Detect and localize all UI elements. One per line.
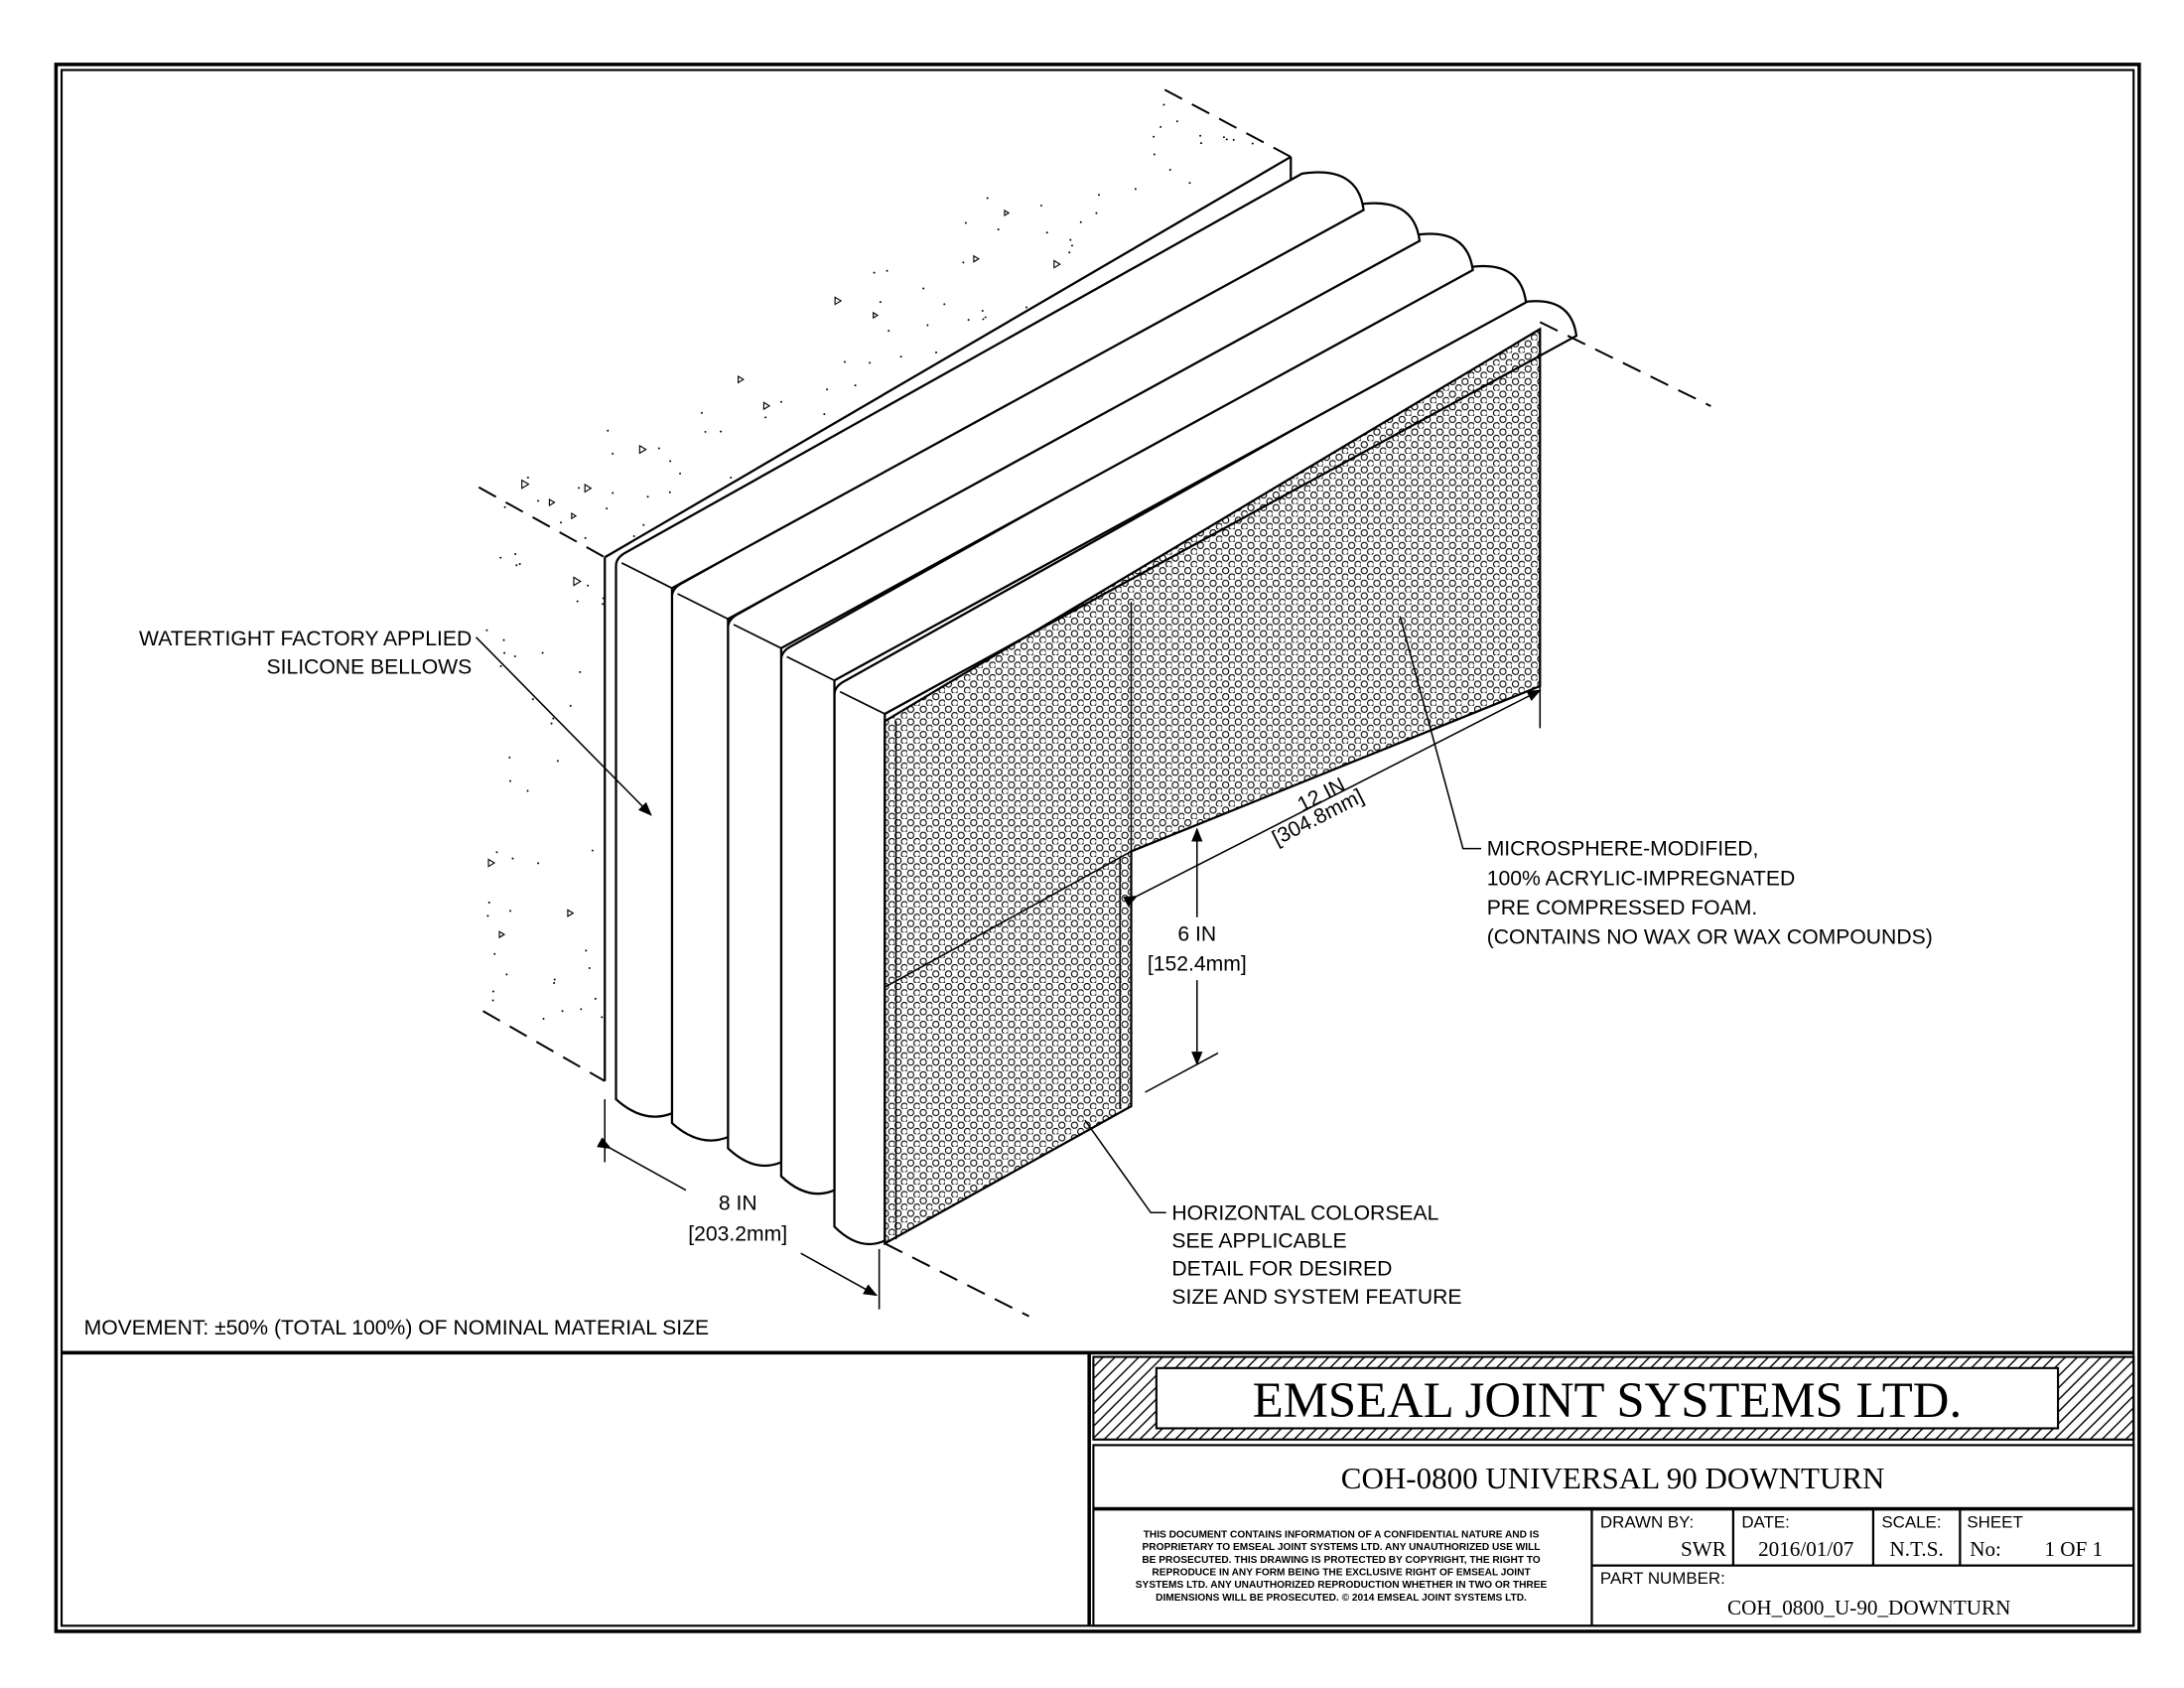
bellows-rib — [779, 264, 1528, 1196]
callout-text: (CONTAINS NO WAX OR WAX COMPOUNDS) — [1487, 926, 1933, 949]
scale-label: SCALE: — [1881, 1513, 1941, 1532]
bellows-rib — [670, 202, 1422, 1142]
callout-bellows: WATERTIGHT FACTORY APPLIED SILICONE BELL… — [139, 628, 652, 816]
outer-border — [54, 63, 2141, 1633]
sheet-no-label: No: — [1970, 1537, 2001, 1561]
bellows-rib — [727, 232, 1474, 1167]
callout-text: SIZE AND SYSTEM FEATURE — [1171, 1286, 1461, 1309]
movement-note: MOVEMENT: ±50% (TOTAL 100%) OF NOMINAL M… — [84, 1317, 710, 1339]
callout-text: WATERTIGHT FACTORY APPLIED — [139, 628, 472, 650]
callout-text: SILICONE BELLOWS — [266, 655, 472, 678]
disclaimer: THIS DOCUMENT CONTAINS INFORMATION OF A … — [1136, 1529, 1548, 1603]
callout-foam: MICROSPHERE-MODIFIED, 100% ACRYLIC-IMPRE… — [1399, 616, 1933, 949]
sheet-value: 1 OF 1 — [2044, 1537, 2103, 1561]
drawn-by-label: DRAWN BY: — [1600, 1513, 1694, 1532]
drawing-title: COH-0800 UNIVERSAL 90 DOWNTURN — [1341, 1461, 1885, 1495]
drawn-by-value: SWR — [1681, 1537, 1727, 1561]
concrete-substrate — [478, 85, 1293, 1082]
disclaimer-line: BE PROSECUTED. THIS DRAWING IS PROTECTED… — [1142, 1555, 1540, 1566]
concrete-aggregate-texture — [485, 103, 1254, 1021]
callout-colorseal: HORIZONTAL COLORSEAL SEE APPLICABLE DETA… — [1084, 1119, 1461, 1309]
dim-6in-imperial: 6 IN — [1177, 923, 1216, 946]
dim-6in-metric: [152.4mm] — [1148, 952, 1247, 975]
scale-value: N.T.S. — [1890, 1537, 1944, 1561]
dim-8in-imperial: 8 IN — [719, 1192, 757, 1214]
callout-text: SEE APPLICABLE — [1171, 1230, 1346, 1253]
callout-text: DETAIL FOR DESIRED — [1171, 1258, 1392, 1281]
date-label: DATE: — [1741, 1513, 1790, 1532]
part-number-label: PART NUMBER: — [1600, 1569, 1725, 1588]
callout-text: PRE COMPRESSED FOAM. — [1487, 897, 1758, 919]
callout-text: 100% ACRYLIC-IMPREGNATED — [1487, 867, 1796, 890]
callout-text: MICROSPHERE-MODIFIED, — [1487, 838, 1759, 861]
title-block: EMSEAL JOINT SYSTEMS LTD. COH-0800 UNIVE… — [1087, 1352, 2135, 1627]
dimension-8in: 8 IN [203.2mm] — [597, 1099, 881, 1310]
dim-8in-metric: [203.2mm] — [688, 1222, 787, 1245]
disclaimer-line: SYSTEMS LTD. ANY UNAUTHORIZED REPRODUCTI… — [1136, 1580, 1548, 1591]
bellows-rib — [833, 300, 1578, 1245]
dimension-6in: 6 IN [152.4mm] — [1145, 827, 1247, 1093]
part-number-value: COH_0800_U-90_DOWNTURN — [1727, 1596, 2010, 1619]
disclaimer-line: THIS DOCUMENT CONTAINS INFORMATION OF A … — [1144, 1529, 1540, 1540]
disclaimer-line: DIMENSIONS WILL BE PROSECUTED. © 2014 EM… — [1156, 1593, 1527, 1604]
bellows-rib — [614, 171, 1365, 1118]
disclaimer-line: REPRODUCE IN ANY FORM BEING THE EXCLUSIV… — [1152, 1568, 1531, 1579]
date-value: 2016/01/07 — [1758, 1537, 1853, 1561]
sheet-label: SHEET — [1967, 1513, 2022, 1532]
callout-text: HORIZONTAL COLORSEAL — [1171, 1201, 1438, 1224]
silicone-bellows — [614, 171, 1578, 1245]
disclaimer-line: PROPRIETARY TO EMSEAL JOINT SYSTEMS LTD.… — [1143, 1542, 1541, 1553]
company-name: EMSEAL JOINT SYSTEMS LTD. — [1253, 1372, 1962, 1428]
